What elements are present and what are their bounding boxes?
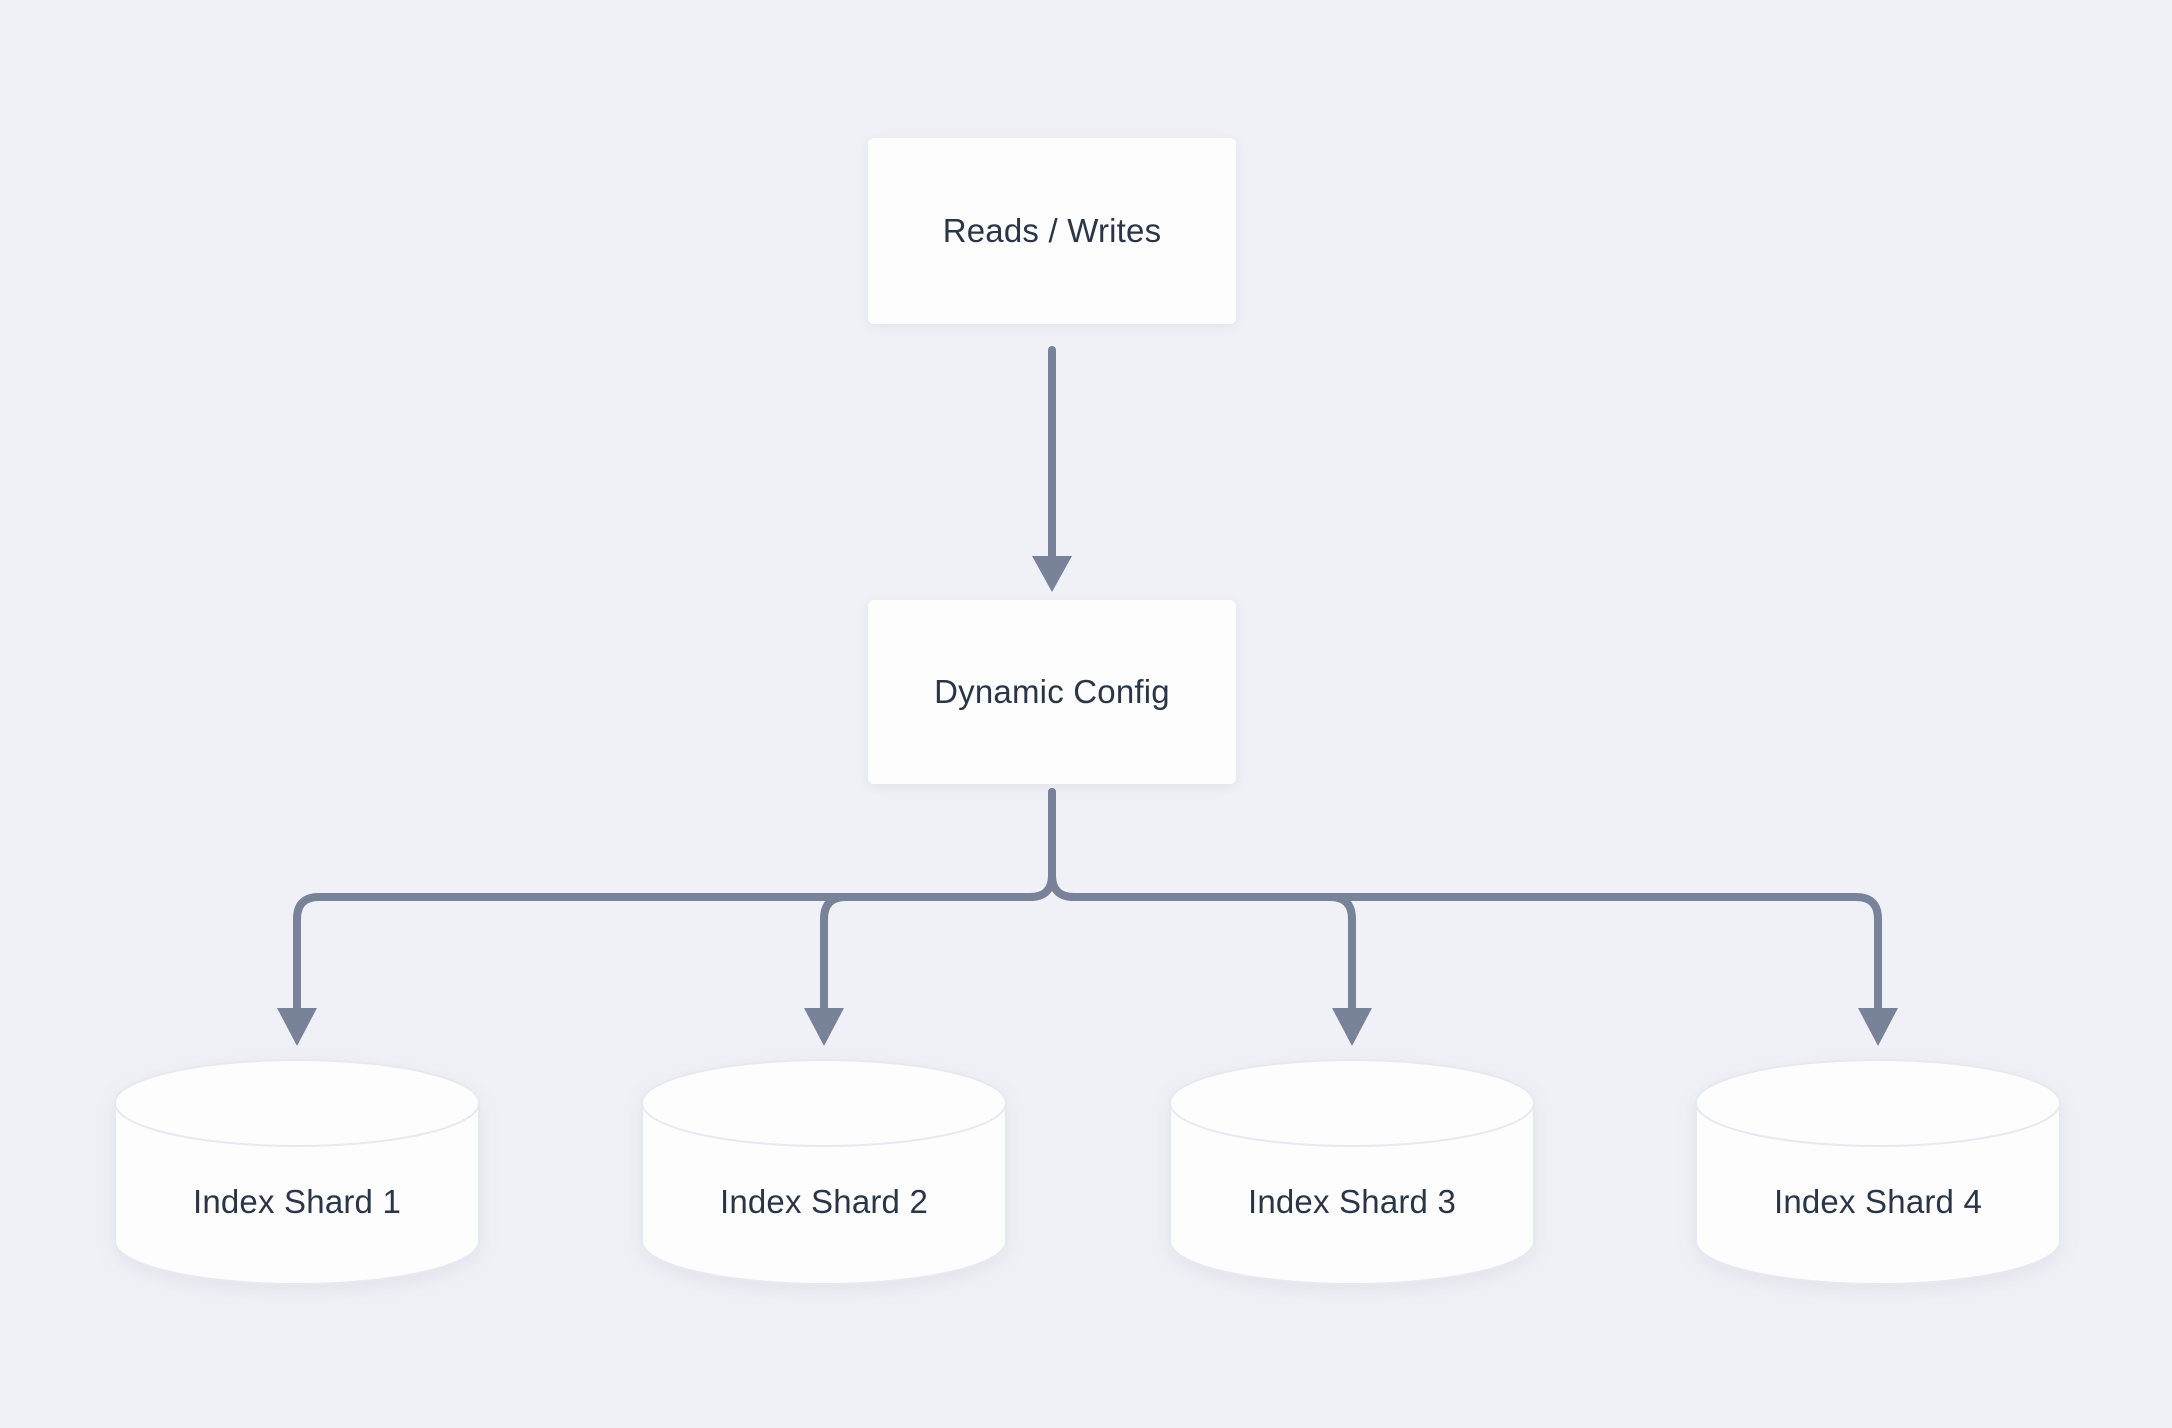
node-index-shard-2: Index Shard 2 bbox=[640, 1057, 1008, 1287]
cylinder-icon bbox=[641, 1059, 1007, 1285]
node-reads-writes-label: Reads / Writes bbox=[942, 212, 1162, 249]
connector-dynamic-config-to-shard-4 bbox=[1048, 788, 1882, 1014]
node-index-shard-4-label: Index Shard 4 bbox=[1773, 1183, 1983, 1220]
arrowhead-shard-1 bbox=[277, 1008, 317, 1046]
connector-dynamic-config-to-shard-3 bbox=[1286, 893, 1356, 1014]
node-index-shard-3: Index Shard 3 bbox=[1168, 1057, 1536, 1287]
node-reads-writes: Reads / Writes bbox=[868, 138, 1236, 324]
node-index-shard-4: Index Shard 4 bbox=[1694, 1057, 2062, 1287]
node-dynamic-config: Dynamic Config bbox=[868, 600, 1236, 784]
node-index-shard-3-label: Index Shard 3 bbox=[1247, 1183, 1457, 1220]
arrowhead-dynamic-config bbox=[1032, 556, 1072, 592]
connector-dynamic-config-to-shard-2 bbox=[820, 893, 894, 1014]
arrowhead-shard-4 bbox=[1858, 1008, 1898, 1046]
cylinder-icon bbox=[1169, 1059, 1535, 1285]
connector-dynamic-config-to-shard-1 bbox=[293, 788, 1056, 1014]
cylinder-icon bbox=[114, 1059, 480, 1285]
node-index-shard-2-label: Index Shard 2 bbox=[719, 1183, 929, 1220]
node-dynamic-config-label: Dynamic Config bbox=[934, 673, 1170, 710]
arrowhead-shard-2 bbox=[804, 1008, 844, 1046]
node-index-shard-1-label: Index Shard 1 bbox=[192, 1183, 402, 1220]
cylinder-icon bbox=[1695, 1059, 2061, 1285]
arrowhead-shard-3 bbox=[1332, 1008, 1372, 1046]
node-index-shard-1: Index Shard 1 bbox=[113, 1057, 481, 1287]
